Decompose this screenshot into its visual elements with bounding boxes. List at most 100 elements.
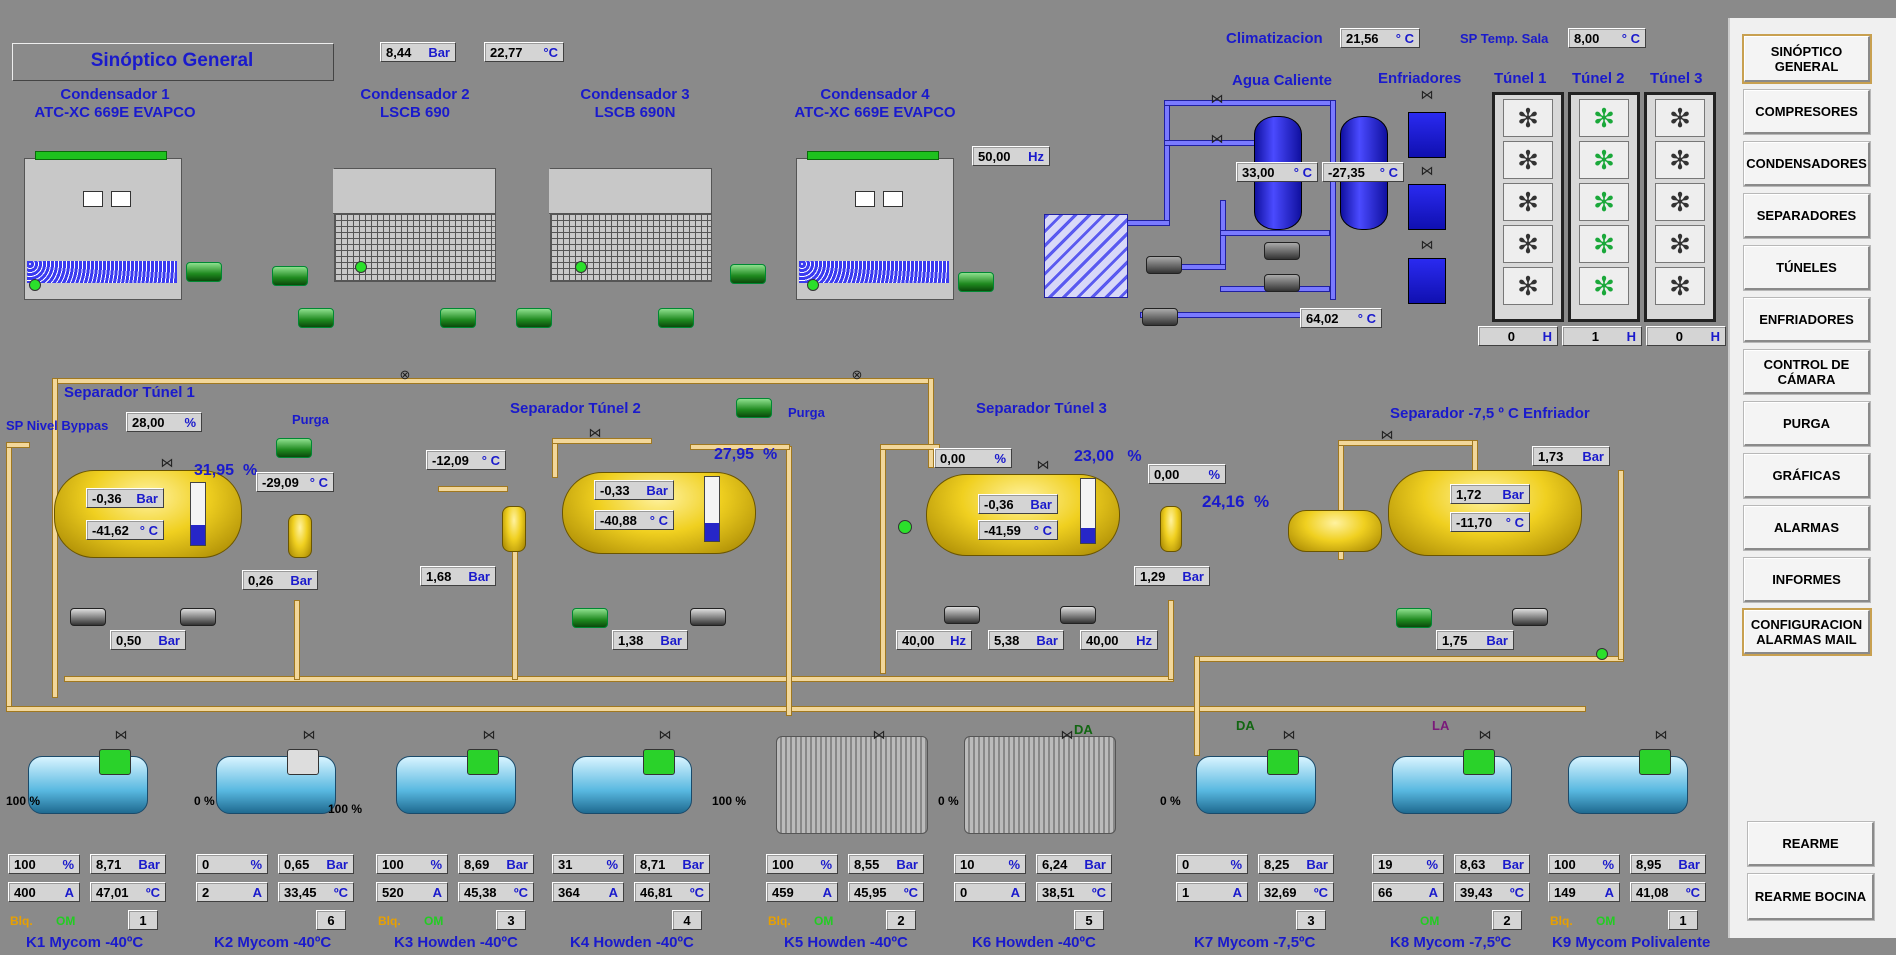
compressor-k6[interactable]: ⋈ <box>964 728 1116 834</box>
enfriador-valve-1-icon[interactable]: ⋈ <box>1420 87 1434 102</box>
condenser-4[interactable] <box>796 151 954 300</box>
sep3-valve-icon[interactable]: ⋈ <box>1036 457 1050 472</box>
compressor-k5-number[interactable]: 2 <box>886 910 916 930</box>
condenser-2-pump-b[interactable] <box>298 308 334 328</box>
compressor-k5[interactable]: ⋈ <box>776 728 928 834</box>
compressor-k8-number[interactable]: 2 <box>1492 910 1522 930</box>
water-pump-4[interactable] <box>1142 308 1178 326</box>
nav-control-camara[interactable]: CONTROL DE CÁMARA <box>1743 349 1871 395</box>
condenser-3[interactable] <box>549 168 712 282</box>
tunnel-3-fans[interactable]: ✻✻✻✻✻ <box>1644 92 1716 322</box>
nav-tuneles[interactable]: TÚNELES <box>1743 245 1871 291</box>
sep1-pump-a[interactable] <box>70 608 106 626</box>
compressor-k4-valve-icon[interactable]: ⋈ <box>658 727 672 742</box>
compressor-k1-number[interactable]: 1 <box>128 910 158 930</box>
condenser-2-pump-a[interactable] <box>272 266 308 286</box>
compressor-k9[interactable]: ⋈ <box>1558 728 1708 832</box>
condenser-3-pump-c[interactable] <box>658 308 694 328</box>
rearme-bocina-button[interactable]: REARME BOCINA <box>1747 873 1875 921</box>
sep2-pump-b[interactable] <box>690 608 726 626</box>
compressor-k6-number[interactable]: 5 <box>1074 910 1104 930</box>
condenser-1[interactable] <box>24 151 182 300</box>
condenser-3-pump-a[interactable] <box>730 264 766 284</box>
sep3-level-gauge <box>1080 478 1096 544</box>
sep1-purga-pump[interactable] <box>276 438 312 458</box>
sep1-sp-nivel[interactable]: 28,00% <box>126 412 202 432</box>
sep1-pump-b[interactable] <box>180 608 216 626</box>
compressor-k3-valve-icon[interactable]: ⋈ <box>482 727 496 742</box>
suction-header-pipe <box>6 706 1586 712</box>
header-valve-2-icon[interactable]: ⊗ <box>851 367 863 382</box>
sep3-title: Separador Túnel 3 <box>976 400 1107 417</box>
tunnel-1-fans[interactable]: ✻✻✻✻✻ <box>1492 92 1564 322</box>
rearme-button[interactable]: REARME <box>1747 821 1875 867</box>
compressor-k7-valve-icon[interactable]: ⋈ <box>1282 727 1296 742</box>
header-valve-1-icon[interactable]: ⊗ <box>399 367 411 382</box>
compressor-k9-number[interactable]: 1 <box>1668 910 1698 930</box>
tunnel-2-fans[interactable]: ✻✻✻✻✻ <box>1568 92 1640 322</box>
sep4-valve-icon[interactable]: ⋈ <box>1380 427 1394 442</box>
water-pump-3[interactable] <box>1264 274 1300 292</box>
nav-sinoptico-general[interactable]: SINÓPTICO GENERAL <box>1742 34 1872 84</box>
compressor-k3-number[interactable]: 3 <box>496 910 526 930</box>
compressor-k3-blq: Blq. <box>378 914 401 928</box>
compressor-k2-valve-icon[interactable]: ⋈ <box>302 727 316 742</box>
heat-exchanger[interactable] <box>1044 214 1128 298</box>
compressor-k8-valve-icon[interactable]: ⋈ <box>1478 727 1492 742</box>
compressor-k3[interactable]: ⋈ <box>386 728 536 832</box>
enfriador-1[interactable] <box>1408 112 1446 158</box>
nav-compresores[interactable]: COMPRESORES <box>1743 89 1871 135</box>
enfriador-valve-3-icon[interactable]: ⋈ <box>1420 237 1434 252</box>
condenser-2[interactable] <box>333 168 496 282</box>
compressor-k2-percent: 0% <box>196 854 268 874</box>
sep2-temp-in: -12,09° C <box>426 450 506 470</box>
compressor-k9-valve-icon[interactable]: ⋈ <box>1654 727 1668 742</box>
agua-valve-1-icon[interactable]: ⋈ <box>1210 91 1224 106</box>
compressor-k6-valve-icon[interactable]: ⋈ <box>1060 727 1074 742</box>
water-pump-2[interactable] <box>1264 242 1300 260</box>
compressor-k7-number[interactable]: 3 <box>1296 910 1326 930</box>
nav-graficas[interactable]: GRÁFICAS <box>1743 453 1871 499</box>
agua-valve-2-icon[interactable]: ⋈ <box>1210 131 1224 146</box>
nav-separadores[interactable]: SEPARADORES <box>1743 193 1871 239</box>
compressor-k1-percent: 100% <box>8 854 80 874</box>
nav-condensadores[interactable]: CONDENSADORES <box>1743 141 1871 187</box>
water-pump-1[interactable] <box>1146 256 1182 274</box>
sep3-pump-a[interactable] <box>944 606 980 624</box>
nav-alarmas[interactable]: ALARMAS <box>1743 505 1871 551</box>
compressor-k2-number[interactable]: 6 <box>316 910 346 930</box>
sep2-purga-pump[interactable] <box>736 398 772 418</box>
enfriador-valve-2-icon[interactable]: ⋈ <box>1420 163 1434 178</box>
enfriador-2[interactable] <box>1408 184 1446 230</box>
compressor-k5-valve-icon[interactable]: ⋈ <box>872 727 886 742</box>
sep2-pump-a[interactable] <box>572 608 608 628</box>
condenser-4-pump[interactable] <box>958 272 994 292</box>
nav-config-alarmas-mail[interactable]: CONFIGURACION ALARMAS MAIL <box>1742 608 1872 656</box>
sep3-pump-b[interactable] <box>1060 606 1096 624</box>
compressor-k9-om: OM <box>1596 914 1616 928</box>
compressor-k1-valve-icon[interactable]: ⋈ <box>114 727 128 742</box>
compressor-k1[interactable]: ⋈ <box>18 728 168 832</box>
sep1-valve-icon[interactable]: ⋈ <box>160 455 174 470</box>
enfriador-3[interactable] <box>1408 258 1446 304</box>
compressor-k8[interactable]: ⋈ <box>1382 728 1532 832</box>
sp-temp-sala-value[interactable]: 8,00° C <box>1568 28 1646 48</box>
separator-tunnel-1[interactable] <box>54 470 242 558</box>
nav-enfriadores[interactable]: ENFRIADORES <box>1743 297 1871 343</box>
condenser-2-pump-c[interactable] <box>440 308 476 328</box>
nav-informes[interactable]: INFORMES <box>1743 557 1871 603</box>
nav-purga[interactable]: PURGA <box>1743 401 1871 447</box>
compressor-k2[interactable]: ⋈ <box>206 728 356 832</box>
sep1-drum <box>288 514 312 558</box>
compressor-k4-number[interactable]: 4 <box>672 910 702 930</box>
sep4-pump-a[interactable] <box>1396 608 1432 628</box>
fan-icon: ✻ <box>1655 267 1705 305</box>
sep4-pump-b[interactable] <box>1512 608 1548 626</box>
compressor-k4[interactable]: ⋈ <box>562 728 712 832</box>
sep1-level-gauge <box>190 482 206 546</box>
sep3-pct-box2: 0,00% <box>1148 464 1226 484</box>
condenser-1-pump[interactable] <box>186 262 222 282</box>
condenser-3-pump-b[interactable] <box>516 308 552 328</box>
compressor-k7[interactable]: ⋈ <box>1186 728 1336 832</box>
sep2-valve-icon[interactable]: ⋈ <box>588 425 602 440</box>
